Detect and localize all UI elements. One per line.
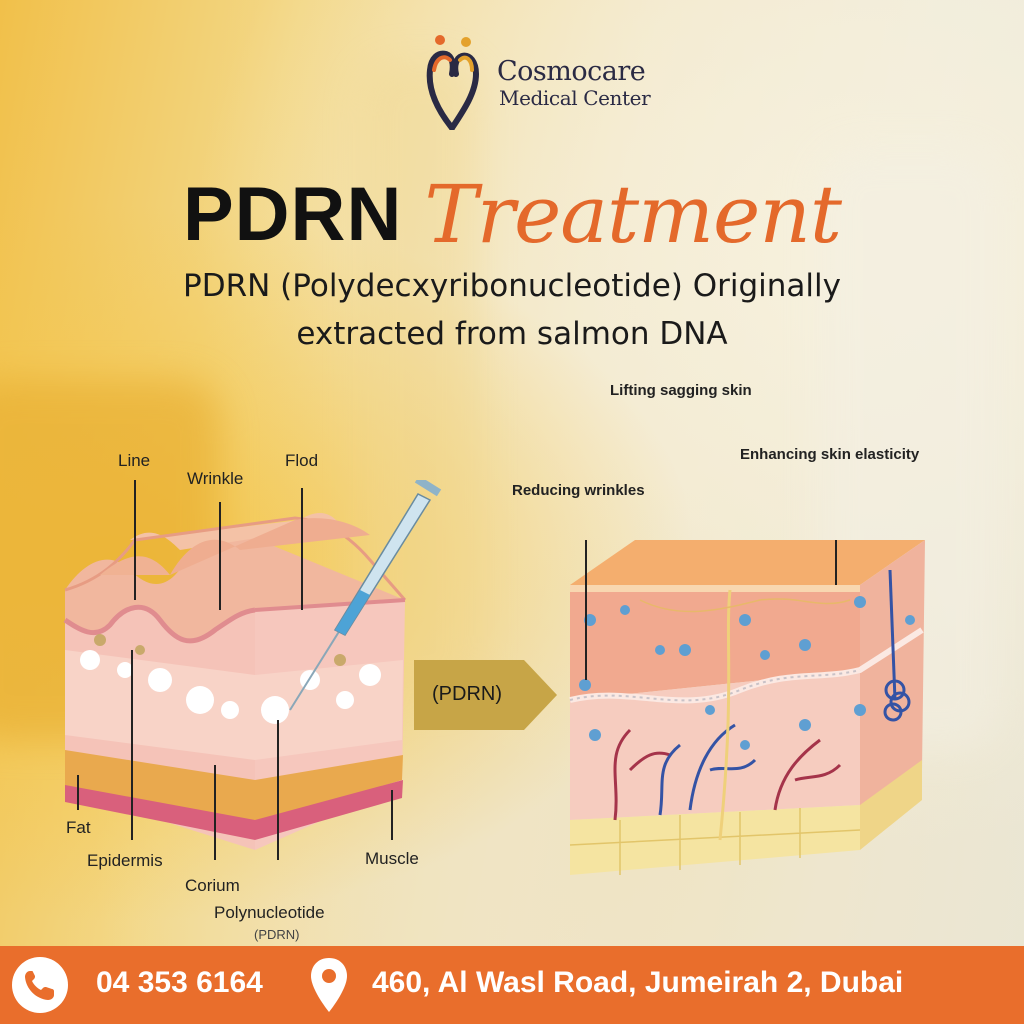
location-pin-icon xyxy=(311,958,347,1012)
syringe-icon xyxy=(289,480,442,711)
contact-footer: 04 353 6164 460, Al Wasl Road, Jumeirah … xyxy=(0,946,1024,1024)
title-script: Treatment xyxy=(424,168,842,261)
title-main: PDRN xyxy=(182,172,403,257)
page-subtitle: PDRN (Polydecxyribonucleotide) Originall… xyxy=(0,262,1024,358)
label-line: Line xyxy=(118,451,151,470)
phone-icon xyxy=(25,971,54,1000)
label-flod: Flod xyxy=(285,451,319,470)
phone-icon-circle[interactable] xyxy=(12,957,68,1013)
subtitle-line-2: extracted from salmon DNA xyxy=(296,316,728,352)
label-pdrn-small: (PDRN) xyxy=(254,927,300,942)
label-fat: Fat xyxy=(66,818,91,837)
arrow-label: (PDRN) xyxy=(432,683,502,705)
arrow-icon xyxy=(414,660,557,730)
label-wrinkles: Reducing wrinkles xyxy=(512,482,645,499)
label-muscle: Muscle xyxy=(365,849,419,868)
logo-heart-icon xyxy=(426,35,480,130)
phone-number[interactable]: 04 353 6164 xyxy=(96,966,263,999)
brand-logo: Cosmocare Medical Center xyxy=(422,30,662,130)
brand-subtitle: Medical Center xyxy=(499,86,651,110)
address[interactable]: 460, Al Wasl Road, Jumeirah 2, Dubai xyxy=(372,966,904,999)
label-corium: Corium xyxy=(185,876,240,895)
brand-name: Cosmocare xyxy=(497,56,646,87)
label-elasticity: Enhancing skin elasticity xyxy=(740,446,920,463)
subtitle-line-1: PDRN (Polydecxyribonucleotide) Originall… xyxy=(183,268,841,304)
logo-text: Cosmocare Medical Center xyxy=(497,56,651,111)
before-skin-illustration xyxy=(63,480,442,860)
label-polynucleotide: Polynucleotide xyxy=(214,903,325,922)
after-skin-illustration xyxy=(569,540,925,875)
label-epidermis: Epidermis xyxy=(87,851,163,870)
label-wrinkle: Wrinkle xyxy=(187,469,244,488)
label-lifting: Lifting sagging skin xyxy=(610,382,752,399)
